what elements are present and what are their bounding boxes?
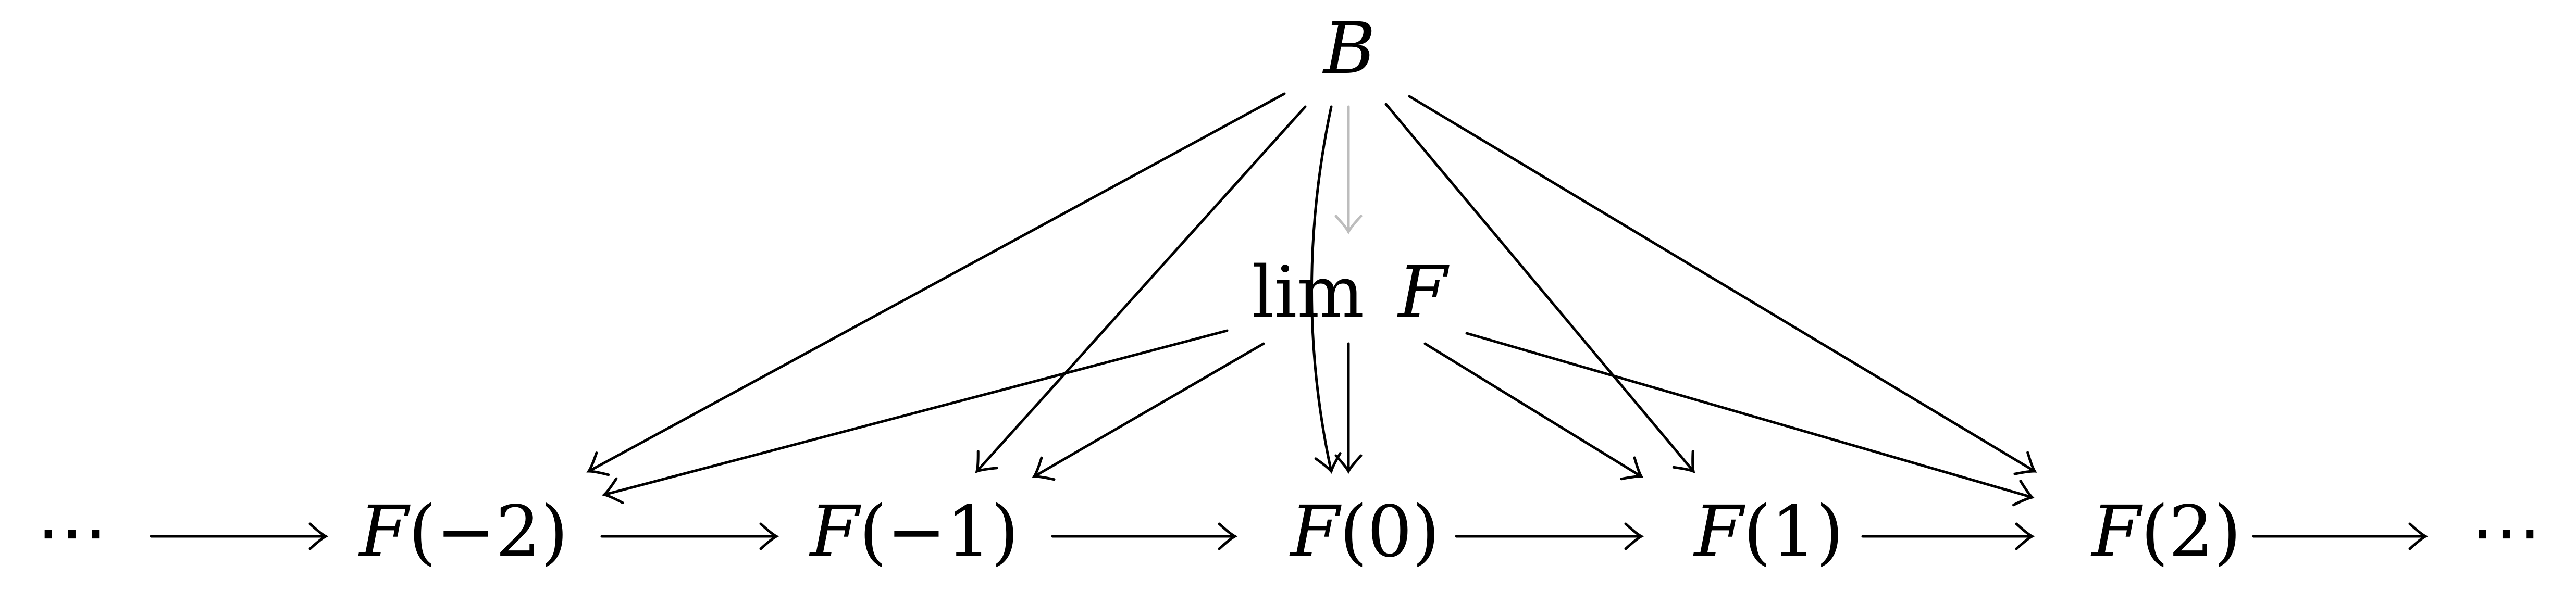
arrow-B-to-F-1-head <box>1672 450 1695 474</box>
node-F-1: F(1) <box>1692 491 1843 573</box>
arrow-B-to-F-2-head <box>2013 451 2037 475</box>
node-F-0: F(0) <box>1289 491 1440 573</box>
F-symbol: F <box>1692 491 1745 573</box>
arrow-B-to-F-minus-1 <box>975 105 1307 473</box>
arrow-B-to-F-minus-2 <box>587 92 1286 473</box>
F-symbol: F <box>1289 491 1342 573</box>
svg-text:F(−2): F(−2) <box>358 491 568 573</box>
arrow-B-to-limF-head <box>1334 215 1363 235</box>
arrow-B-to-F-minus-1-head <box>975 450 998 473</box>
arrow-F-minus-1-to-F-0-head <box>1218 522 1238 550</box>
arrow-limF-to-F-2 <box>1465 332 2034 499</box>
arrow-limF-to-F-0-head <box>1334 454 1363 474</box>
chain-dots-right: ⋯ <box>2471 491 2542 573</box>
arrow-F-0-to-F-1-head <box>1624 522 1644 550</box>
node-B-label: B <box>1322 8 1376 90</box>
chain-dots-left: ⋯ <box>36 491 107 573</box>
node-F-2: F(2) <box>2090 491 2241 573</box>
lim-F-symbol: F <box>1396 252 1450 334</box>
F-symbol: F <box>2090 491 2143 573</box>
arrow-limF-to-F-1-head <box>1620 456 1644 481</box>
F-argument: (0) <box>1340 491 1440 573</box>
node-B: B <box>1322 8 1376 90</box>
apex-cone-arrows <box>587 92 2036 473</box>
node-F-minus-1: F(−1) <box>809 491 1019 573</box>
node-lim-F: lim F <box>1252 252 1450 334</box>
ellipsis-right: ⋯ <box>2471 491 2542 573</box>
arrow-limF-to-F-minus-2 <box>603 329 1229 496</box>
F-argument: (2) <box>2141 491 2241 573</box>
F-argument: (1) <box>1743 491 1844 573</box>
svg-text:F(0): F(0) <box>1289 491 1440 573</box>
F-symbol: F <box>809 491 862 573</box>
arrow-limF-to-F-minus-2-head <box>601 477 624 505</box>
arrow-B-to-F-0-head <box>1314 452 1342 474</box>
arrow-B-to-F-0 <box>1310 105 1333 473</box>
arrow-B-to-F-1 <box>1384 103 1695 473</box>
svg-text:F(2): F(2) <box>2090 491 2241 573</box>
arrow-B-to-F-2 <box>1408 95 2036 473</box>
limit-cone-arrows <box>603 329 2034 499</box>
lim-operator: lim <box>1252 252 1364 334</box>
arrow-F-1-to-F-2-head <box>2015 522 2035 550</box>
arrow-limF-to-F-2-head <box>2012 480 2035 507</box>
F-argument: (−2) <box>408 491 568 573</box>
node-F-minus-2: F(−2) <box>358 491 568 573</box>
arrow-limF-to-F-minus-1 <box>1033 342 1265 478</box>
arrow-dots-to-F-minus-2-head <box>308 522 329 550</box>
arrow-F-minus-2-to-F-minus-1-head <box>759 522 779 550</box>
svg-text:F(−1): F(−1) <box>809 491 1019 573</box>
F-symbol: F <box>358 491 411 573</box>
arrow-B-to-F-minus-2-head <box>586 451 610 476</box>
arrow-F-2-to-dots-head <box>2408 522 2429 550</box>
F-argument: (−1) <box>859 491 1019 573</box>
svg-text:F(1): F(1) <box>1692 491 1843 573</box>
arrowheads <box>308 215 2429 550</box>
arrow-limF-to-F-minus-1-head <box>1032 456 1056 481</box>
ellipsis-left: ⋯ <box>36 491 107 573</box>
arrow-limF-to-F-1 <box>1423 342 1643 478</box>
svg-text:lim F: lim F <box>1252 252 1450 334</box>
